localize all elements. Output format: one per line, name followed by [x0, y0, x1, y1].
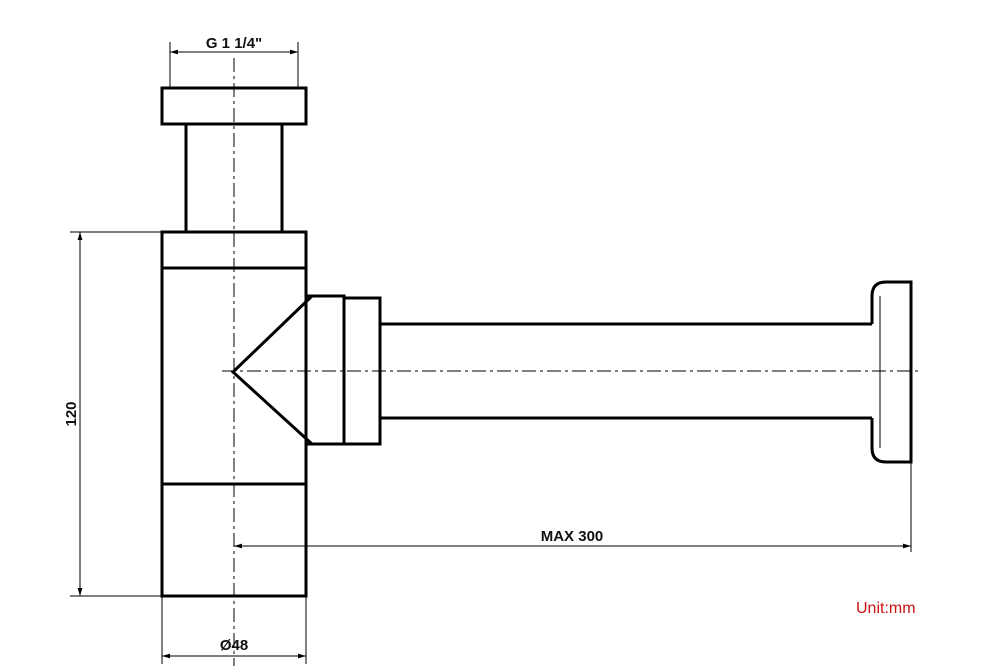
- unit-label: Unit:mm: [856, 600, 916, 617]
- outlet-pipe: [380, 322, 872, 420]
- length-dimension-label: MAX 300: [541, 528, 604, 545]
- outlet-hub: [306, 294, 346, 446]
- height-dimension-label: 120: [63, 401, 80, 426]
- thread-dimension-label: G 1 1/4": [206, 35, 262, 52]
- outlet-taper: [230, 294, 314, 446]
- diameter-dimension-label: Ø48: [220, 637, 248, 654]
- wall-rosette: [870, 280, 913, 464]
